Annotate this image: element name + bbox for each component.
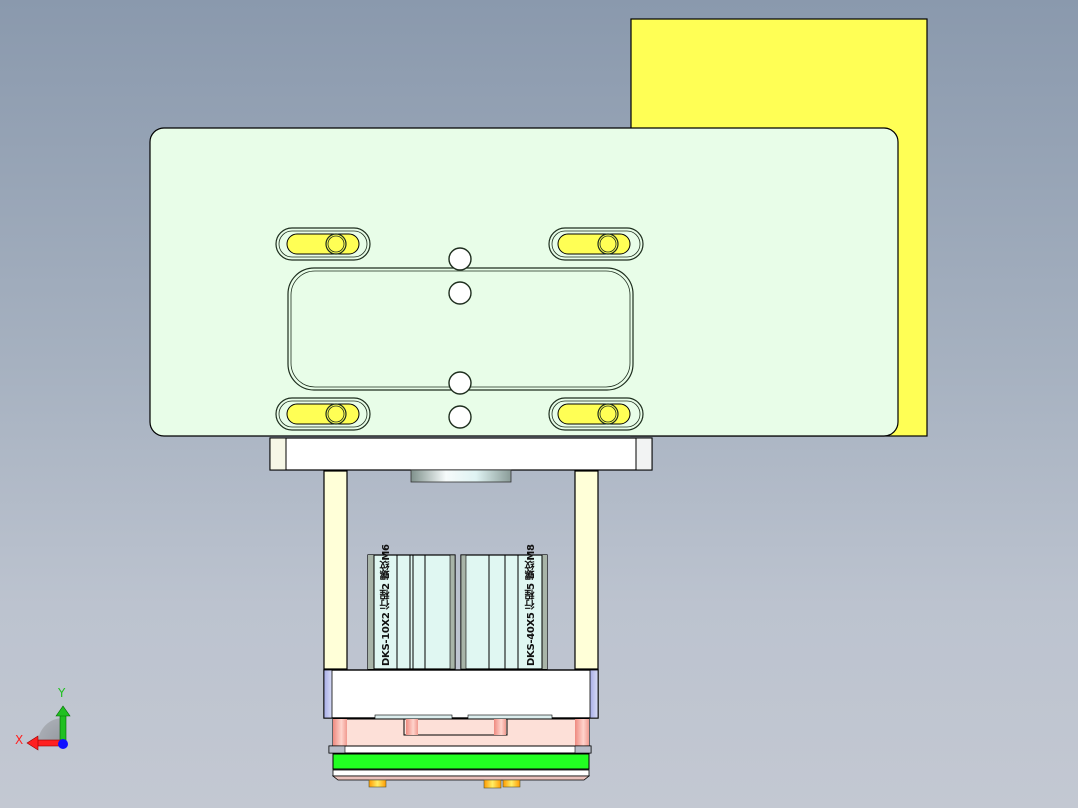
cylinder-right-label: DKS-40X5 行程5 螺纹M8 [526,544,537,666]
cylinder-right[interactable] [460,554,548,670]
y-axis-arrow [59,713,67,744]
lower-housing[interactable] [328,718,592,781]
fittings [368,779,521,789]
pillar-right [574,470,599,670]
slot-top-left [275,227,371,261]
center-holes [448,247,472,429]
clamp-bar[interactable] [269,437,653,471]
mount-plate[interactable] [149,127,899,437]
slot-bottom-right [548,397,644,431]
slot-bottom-left [275,397,371,431]
x-axis-label: X [15,733,24,747]
z-axis-dot [58,739,68,749]
y-axis-label: Y [58,686,66,700]
base-block[interactable] [323,669,599,720]
slot-top-right [548,227,644,261]
cylinder-left[interactable] [367,554,456,670]
coordinate-triad [26,705,71,751]
center-hub [410,469,512,483]
cylinder-left-label: DKS-10X2 行程2 螺纹M6 [381,544,392,666]
pillar-left [323,470,348,670]
